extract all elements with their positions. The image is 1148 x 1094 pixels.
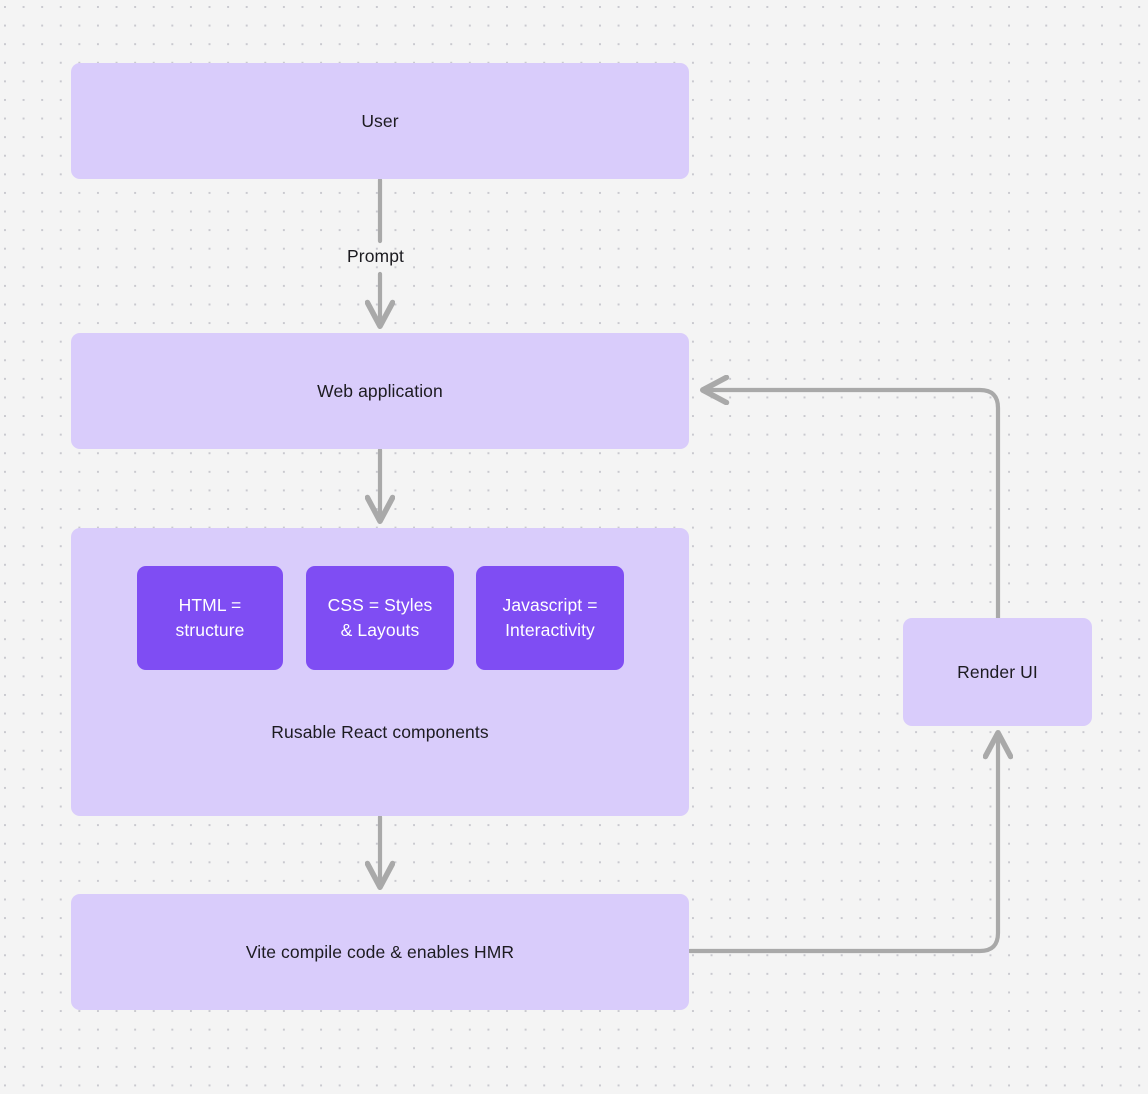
node-web-application[interactable]: Web application	[71, 333, 689, 449]
node-components-group[interactable]: HTML = structure CSS = Styles & Layouts …	[71, 528, 689, 816]
node-vite[interactable]: Vite compile code & enables HMR	[71, 894, 689, 1010]
chip-html-label: HTML = structure	[175, 595, 245, 640]
chip-html[interactable]: HTML = structure	[137, 566, 283, 670]
chip-javascript-label: Javascript = Interactivity	[502, 595, 598, 640]
node-user-label: User	[361, 110, 399, 131]
node-user[interactable]: User	[71, 63, 689, 179]
chip-javascript[interactable]: Javascript = Interactivity	[476, 566, 624, 670]
edge-vite-to-render	[687, 733, 998, 954]
edge-render-to-webapp	[703, 390, 1001, 621]
components-group-caption: Rusable React components	[271, 722, 489, 742]
node-web-application-label: Web application	[317, 380, 443, 401]
node-vite-label: Vite compile code & enables HMR	[245, 941, 515, 962]
node-render-ui-label: Render UI	[957, 661, 1038, 682]
node-render-ui[interactable]: Render UI	[903, 618, 1092, 726]
chip-css-label: CSS = Styles & Layouts	[327, 595, 433, 640]
chip-css[interactable]: CSS = Styles & Layouts	[306, 566, 454, 670]
edge-label-prompt: Prompt	[347, 246, 405, 266]
